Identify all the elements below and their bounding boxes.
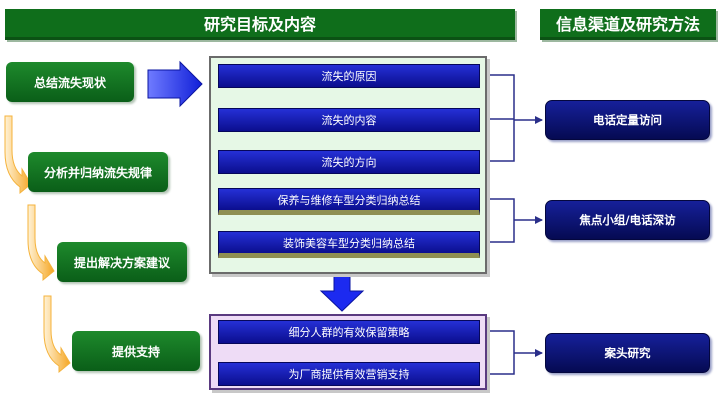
curved-arrow-icon-1 — [4, 115, 32, 195]
content-item-marketing-support: 为厂商提供有效营销支持 — [218, 362, 480, 386]
curved-arrow-icon-3 — [43, 295, 71, 374]
channel-focus-group: 焦点小组/电话深访 — [545, 200, 710, 240]
down-arrow-icon — [319, 275, 365, 312]
connector-group-2 — [480, 198, 543, 243]
content-item-maintenance-models: 保养与维修车型分类归纳总结 — [218, 188, 480, 215]
content-item-loss-content: 流失的内容 — [218, 108, 480, 132]
connector-group-3 — [480, 330, 543, 375]
step-analyze-patterns: 分析并归纳流失规律 — [28, 152, 168, 192]
content-item-retention-strategy: 细分人群的有效保留策略 — [218, 320, 480, 344]
step-summarize-status: 总结流失现状 — [6, 62, 134, 102]
step-provide-support: 提供支持 — [72, 331, 200, 371]
step-propose-solutions: 提出解决方案建议 — [57, 242, 187, 282]
content-item-decoration-models: 装饰美容车型分类归纳总结 — [218, 231, 480, 258]
header-info-channels: 信息渠道及研究方法 — [540, 9, 716, 40]
curved-arrow-icon-2 — [27, 204, 55, 282]
header-research-goals: 研究目标及内容 — [5, 9, 515, 40]
channel-desk-research: 案头研究 — [545, 333, 710, 373]
channel-phone-survey: 电话定量访问 — [545, 100, 710, 140]
content-item-loss-direction: 流失的方向 — [218, 150, 480, 174]
connector-group-1 — [480, 74, 543, 162]
right-arrow-icon — [147, 60, 203, 108]
content-item-loss-reasons: 流失的原因 — [218, 64, 480, 88]
